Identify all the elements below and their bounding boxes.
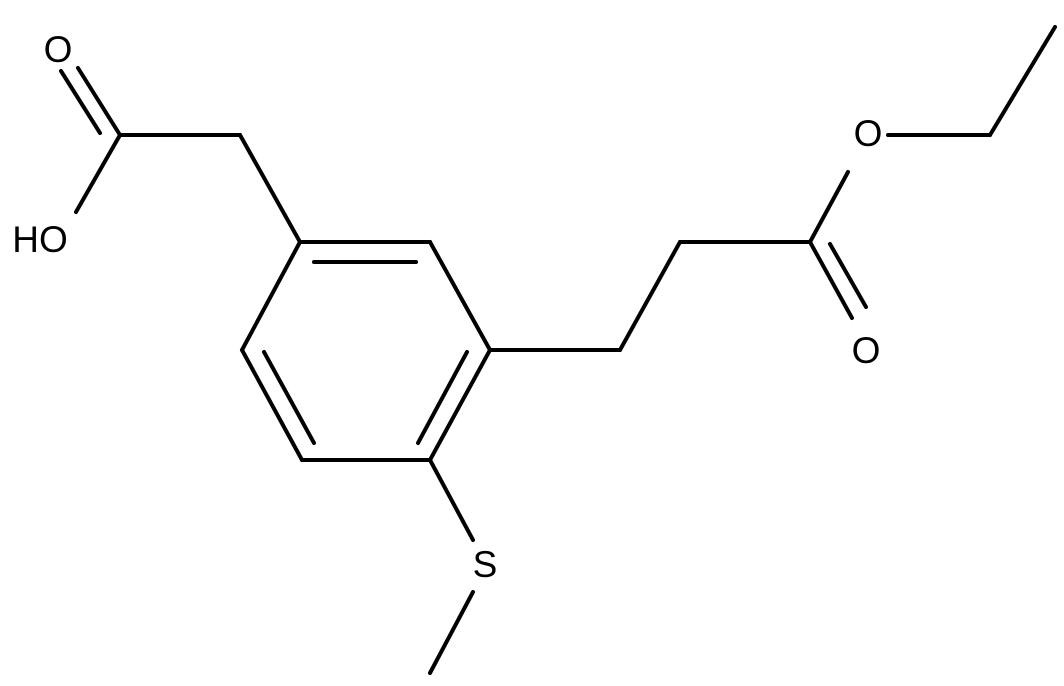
bond-acid-hydroxyl — [74, 133, 122, 214]
bonds — [59, 25, 1057, 675]
ring-bond-c5-c6 — [240, 348, 304, 462]
ester-carbonyl-oxygen-label: O — [852, 330, 881, 371]
ring-bond-c2-c3 — [428, 240, 492, 352]
ring-bond-c3-c4 — [428, 348, 492, 462]
bond-acid-carbonyl-inner — [59, 69, 102, 135]
atom-labels: O HO O O S — [12, 29, 882, 585]
bond-ester-carbonyl-inner — [828, 242, 868, 309]
bond-ethyl-ch2-ch3 — [988, 25, 1057, 137]
ring-bond-c3-c4-inner — [416, 350, 469, 445]
bond-ch2-ch2 — [618, 240, 682, 352]
bond-ring-sulfur — [428, 458, 475, 542]
bond-acid-carbonyl-outer — [76, 66, 122, 137]
ring-bond-c5-c6-inner — [262, 350, 316, 445]
bond-ester-carbonyl-outer — [808, 240, 854, 320]
sulfur-label: S — [473, 544, 498, 585]
ring-bond-c6-c1 — [240, 240, 302, 352]
ester-oxygen-label: O — [854, 113, 883, 154]
bond-ester-carbon-oxygen — [808, 170, 850, 244]
bond-sulfur-methyl — [428, 590, 475, 675]
bond-ring-ch2 — [238, 133, 302, 244]
acid-carbonyl-oxygen-label: O — [44, 29, 73, 70]
hydroxyl-label: HO — [12, 219, 68, 260]
